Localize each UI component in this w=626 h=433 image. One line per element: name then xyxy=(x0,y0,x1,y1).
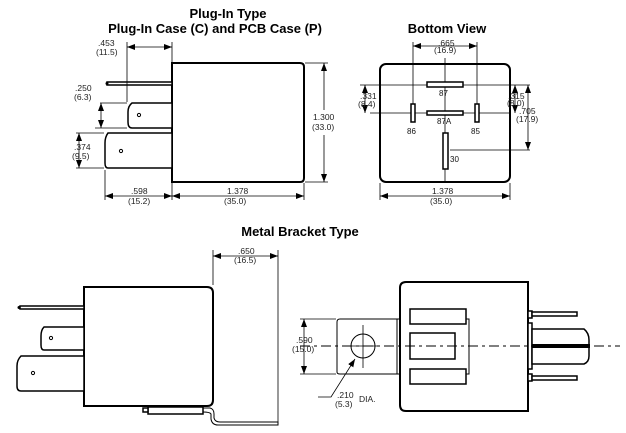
dim-374-mm: (9.5) xyxy=(72,151,90,161)
dim-1300-mm: (33.0) xyxy=(312,122,334,132)
pin-85 xyxy=(474,103,480,123)
pin-label-86: 86 xyxy=(407,127,416,136)
dim-315-mm: (8.0) xyxy=(507,98,525,108)
bracket-pin-top xyxy=(531,311,578,317)
dim-250-mm: (6.3) xyxy=(74,92,92,102)
terminal-large xyxy=(104,132,173,169)
pin-87a xyxy=(426,110,464,116)
dim-598: .598 xyxy=(131,186,148,196)
bracket-slot-top xyxy=(409,308,467,325)
bracket-top-view: .590 (15.0) .210 (5.3) DIA. xyxy=(292,281,620,412)
dim-210-mm: (5.3) xyxy=(335,399,353,409)
dim-650: .650 xyxy=(238,246,255,256)
dim-bottom-1378: 1.378 xyxy=(432,186,454,196)
dim-250: .250 xyxy=(75,83,92,93)
dim-650-mm: (16.5) xyxy=(234,255,256,265)
pin-30 xyxy=(442,132,449,170)
bracket-pin-thin xyxy=(19,305,85,310)
pin-thin xyxy=(106,81,173,86)
dim-705: .705 xyxy=(519,106,536,116)
bracket-relay-body xyxy=(83,286,214,407)
title-bottom-view: Bottom View xyxy=(408,21,487,36)
pin-87 xyxy=(426,81,464,88)
bracket-mount xyxy=(147,406,204,415)
bracket-terminal-small xyxy=(40,326,85,351)
pin-label-85: 85 xyxy=(471,127,480,136)
dim-374: .374 xyxy=(74,142,91,152)
pin-label-30: 30 xyxy=(450,155,459,164)
dim-590-mm: (15.0) xyxy=(292,344,314,354)
terminal-small xyxy=(127,102,173,129)
dim-1378: 1.378 xyxy=(227,186,249,196)
pin-label-87: 87 xyxy=(439,89,448,98)
dim-1378-mm: (35.0) xyxy=(224,196,246,206)
bracket-pin-bottom xyxy=(531,375,578,381)
title-plug-in-type: Plug-In Type xyxy=(189,6,266,21)
dim-665-mm: (16.9) xyxy=(434,45,456,55)
dim-598-mm: (15.2) xyxy=(128,196,150,206)
title-plug-in-subtitle: Plug-In Case (C) and PCB Case (P) xyxy=(108,21,322,36)
dim-dia: DIA. xyxy=(359,394,376,404)
pin-86 xyxy=(410,103,416,123)
dim-210: .210 xyxy=(337,390,354,400)
dim-665: .665 xyxy=(438,38,455,48)
dim-453-mm: (11.5) xyxy=(96,47,118,57)
dim-705-mm: (17.9) xyxy=(516,114,538,124)
plug-in-side-view: .453 (11.5) .250 (6.3) .374 (9.5) .598 (… xyxy=(72,38,335,206)
dim-453: .453 xyxy=(98,38,115,48)
dim-331-mm: (8.4) xyxy=(358,99,376,109)
dim-bottom-1378-mm: (35.0) xyxy=(430,196,452,206)
dim-590: .590 xyxy=(296,335,313,345)
pin-label-87a: 87A xyxy=(437,117,452,126)
dim-1300: 1.300 xyxy=(313,112,335,122)
bracket-side-view: .650 (16.5) xyxy=(16,246,279,426)
bottom-view: .665 (16.9) 87 87A 86 85 30 .331 (8.4) .… xyxy=(358,38,538,206)
title-metal-bracket-type: Metal Bracket Type xyxy=(241,224,359,239)
relay-body xyxy=(171,62,305,183)
dim-315: .315 xyxy=(508,91,525,101)
bracket-slot-bottom xyxy=(409,368,467,385)
dim-331: .331 xyxy=(360,91,377,101)
bracket-terminal-large xyxy=(16,355,85,392)
